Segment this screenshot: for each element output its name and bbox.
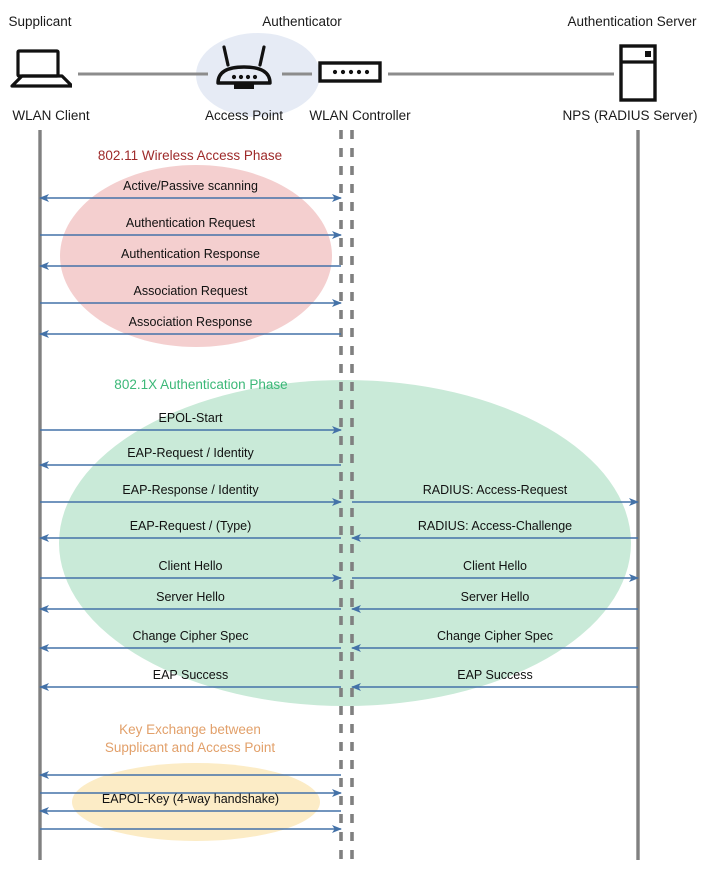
message-label-left-12: EAP Success (152, 668, 229, 682)
message-label-left-7: EAP-Response / Identity (122, 483, 259, 497)
message-label-left-11: Change Cipher Spec (132, 629, 249, 643)
wlan-controller-icon (318, 61, 382, 83)
message-label-right-0: RADIUS: Access-Request (422, 483, 568, 497)
message-label-left-2: Authentication Response (121, 247, 260, 261)
laptop-icon (10, 49, 72, 88)
phase-8021x-ellipse (59, 380, 631, 706)
message-label-left-8: EAP-Request / (Type) (129, 519, 252, 533)
phase-80211-ellipse (60, 165, 332, 347)
message-arrows-right (351, 498, 639, 691)
message-label-right-2: Client Hello (463, 559, 527, 573)
message-label-left-0: Active/Passive scanning (123, 179, 258, 193)
message-label-right-3: Server Hello (460, 590, 530, 604)
message-label-left-10: Server Hello (156, 590, 225, 604)
access-point-icon (216, 45, 272, 89)
phase-label-80211: 802.11 Wireless Access Phase (97, 148, 283, 163)
message-label-right-4: Change Cipher Spec (436, 629, 554, 643)
node-name-access-point: Access Point (204, 108, 284, 123)
phase-label-key-exchange-line2: Supplicant and Access Point (104, 740, 276, 755)
message-label-right-1: RADIUS: Access-Challenge (417, 519, 573, 533)
message-label-left-3: Association Request (133, 284, 248, 298)
message-label-left-15: EAPOL-Key (4-way handshake) (101, 792, 280, 806)
node-role-supplicant: Supplicant (8, 14, 72, 29)
message-label-right-5: EAP Success (457, 668, 533, 682)
message-label-left-1: Authentication Request (125, 216, 256, 230)
server-icon (619, 44, 657, 102)
message-label-left-6: EAP-Request / Identity (127, 446, 254, 460)
node-name-wlan-client: WLAN Client (12, 108, 90, 123)
node-name-wlan-controller: WLAN Controller (309, 108, 411, 123)
message-label-left-4: Association Response (128, 315, 253, 329)
node-name-nps-server: NPS (RADIUS Server) (562, 108, 698, 123)
lifelines (38, 130, 640, 860)
node-role-auth-server: Authentication Server (567, 14, 697, 29)
phase-key-ellipse (72, 763, 320, 841)
phase-label-8021x: 802.1X Authentication Phase (114, 377, 288, 392)
message-label-left-5: EPOL-Start (158, 411, 223, 425)
node-role-authenticator: Authenticator (262, 14, 342, 29)
phase-label-key-exchange-line1: Key Exchange between (119, 722, 261, 737)
message-label-left-9: Client Hello (158, 559, 223, 573)
message-arrows-left (39, 194, 342, 833)
